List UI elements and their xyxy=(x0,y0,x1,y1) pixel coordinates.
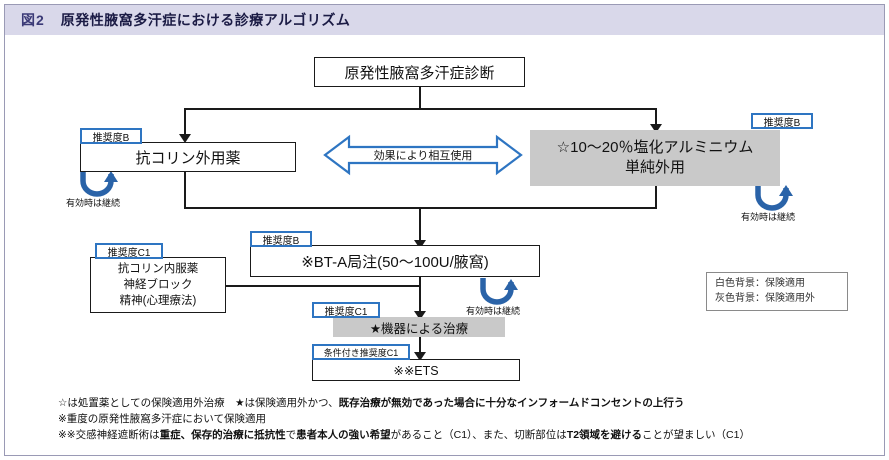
tag-bta-label: 推奨度B xyxy=(262,235,300,247)
footnotes: ☆は処置薬としての保険適用外治療 ★は保険適用外かつ、既存治療が無効であった場合… xyxy=(58,396,868,444)
figure-title: 原発性腋窩多汗症における診療アルゴリズム xyxy=(60,12,351,28)
continue-loop-right-icon xyxy=(755,184,793,211)
tag-bta-recommendation: 推奨度B xyxy=(250,231,312,247)
tag-ets-recommendation: 条件付き推奨度C1 xyxy=(312,344,410,360)
footnote-line-2: ※重度の原発性腋窩多汗症において保険適用 xyxy=(58,412,868,428)
node-diagnosis: 原発性腋窩多汗症診断 xyxy=(314,57,525,87)
node-device-therapy: ★機器による治療 xyxy=(333,317,505,337)
arrowhead-to-aluminium xyxy=(650,124,662,133)
tag-device-label: 推奨度C1 xyxy=(324,306,368,318)
figure-title-bar: 図2 原発性腋窩多汗症における診療アルゴリズム xyxy=(5,5,884,35)
line-to-aluminium xyxy=(655,108,657,128)
legend-white-bg: 白色背景：保険適用 xyxy=(715,278,805,289)
line-secondline-to-trunk xyxy=(225,285,420,287)
node-anticholinergic-topical: 抗コリン外用薬 xyxy=(80,142,296,172)
node-second-line-1: 抗コリン内服薬 xyxy=(117,262,199,275)
node-ets-label: ※※ETS xyxy=(393,363,439,378)
line-diagnosis-down xyxy=(419,87,421,109)
node-device-therapy-label: ★機器による治療 xyxy=(369,321,469,336)
node-diagnosis-label: 原発性腋窩多汗症診断 xyxy=(344,64,495,82)
node-anticholinergic-topical-label: 抗コリン外用薬 xyxy=(135,149,241,167)
footnote-3-d: ことが望ましい（C1） xyxy=(642,428,750,441)
footnote-line-3: ※※交感神経遮断術は重症、保存的治療に抵抗性で患者本人の強い希望があること（C1… xyxy=(58,428,868,444)
arrowhead-to-topical xyxy=(179,134,191,143)
node-aluminium-chloride-line2: 単純外用 xyxy=(624,159,685,176)
node-ets: ※※ETS xyxy=(312,359,520,381)
node-bta-injection: ※BT-A局注(50〜100U/腋窩) xyxy=(250,245,540,277)
tag-topical-label: 推奨度B xyxy=(92,132,130,144)
line-merge-to-bta xyxy=(419,207,421,244)
continue-loop-right xyxy=(753,184,799,212)
line-to-topical xyxy=(184,108,186,138)
tag-topical-recommendation: 推奨度B xyxy=(80,128,142,144)
tag-ets-label: 条件付き推奨度C1 xyxy=(323,347,399,358)
mutual-use-label: 効果により相互使用 xyxy=(373,150,473,162)
tag-second-line-label: 推奨度C1 xyxy=(107,247,151,259)
footnote-2-text: ※重度の原発性腋窩多汗症において保険適用 xyxy=(58,412,266,425)
arrowhead-to-ets xyxy=(414,352,426,361)
figure-number: 図2 xyxy=(21,12,45,28)
line-topical-down xyxy=(184,172,186,208)
tag-aluminium-label: 推奨度B xyxy=(763,117,801,129)
legend-gray-bg: 灰色背景：保険適用外 xyxy=(715,292,815,304)
node-second-line-2: 神経ブロック xyxy=(123,278,193,291)
continue-loop-bta-icon xyxy=(480,278,518,305)
node-aluminium-chloride: ☆10〜20％塩化アルミニウム 単純外用 xyxy=(530,130,780,186)
arrowhead-to-device xyxy=(414,311,426,320)
footnote-3-b: で xyxy=(285,428,297,441)
mutual-use-arrow-shape xyxy=(323,134,523,176)
footnote-1-bold: 既存治療が無効であった場合に十分なインフォームドコンセントの上行う xyxy=(338,397,685,409)
footnote-1-plain: ☆は処置薬としての保険適用外治療 ★は保険適用外かつ、 xyxy=(58,397,339,409)
continue-loop-bta xyxy=(478,278,524,306)
continue-loop-left xyxy=(78,170,124,198)
tag-device-recommendation: 推奨度C1 xyxy=(312,302,380,318)
footnote-3-a: ※※交感神経遮断術は xyxy=(58,428,160,441)
arrowhead-to-bta xyxy=(414,240,426,249)
node-second-line-therapies: 抗コリン内服薬 神経ブロック 精神(心理療法) xyxy=(90,257,226,313)
footnote-3-bold-c: T2領域を避ける xyxy=(566,428,643,441)
line-device-down xyxy=(419,333,421,357)
footnote-3-c: があること（C1）、また、切断部位は xyxy=(390,428,567,441)
tag-aluminium-recommendation: 推奨度B xyxy=(751,113,813,129)
continue-loop-left-label: 有効時は継続 xyxy=(66,198,121,208)
continue-loop-left-icon xyxy=(80,170,118,197)
node-aluminium-chloride-line1: ☆10〜20％塩化アルミニウム xyxy=(556,138,754,156)
legend-box: 白色背景：保険適用 灰色背景：保険適用外 xyxy=(706,272,848,311)
node-bta-injection-label: ※BT-A局注(50〜100U/腋窩) xyxy=(301,253,489,271)
footnote-line-1: ☆は処置薬としての保険適用外治療 ★は保険適用外かつ、既存治療が無効であった場合… xyxy=(58,396,868,412)
mutual-use-arrow: 効果により相互使用 xyxy=(323,133,523,177)
continue-loop-bta-label: 有効時は継続 xyxy=(466,306,521,316)
line-bta-down xyxy=(419,277,421,315)
line-split-bus xyxy=(184,108,656,110)
continue-loop-right-label: 有効時は継続 xyxy=(741,212,796,222)
footnote-3-bold-b: 患者本人の強い希望 xyxy=(296,428,391,441)
tag-second-line-recommendation: 推奨度C1 xyxy=(95,243,163,259)
line-aluminium-down xyxy=(655,186,657,208)
node-second-line-3: 精神(心理療法) xyxy=(119,295,197,308)
footnote-3-bold-a: 重症、保存的治療に抵抗性 xyxy=(159,428,286,441)
